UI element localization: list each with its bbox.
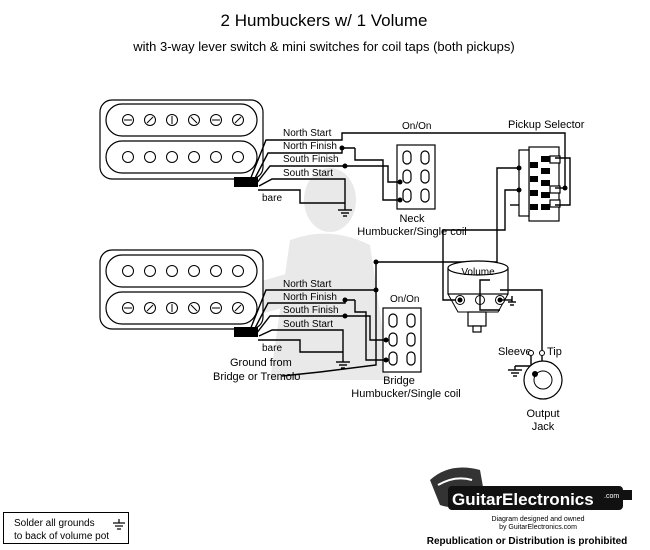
solder-note-content: Solder all grounds to back of volume pot — [14, 518, 125, 542]
neck-ground-symbol — [338, 206, 352, 217]
neck-pickup-wires — [249, 132, 566, 206]
bridge-pickup-slug-poles — [122, 265, 244, 277]
bridge-wire-south-start-label: South Start — [283, 319, 333, 330]
diagram-title: 2 Humbuckers w/ 1 Volume — [221, 11, 428, 30]
neck-wire-north-start-label: North Start — [283, 128, 332, 139]
output-jack — [515, 350, 563, 400]
solder-note-line2: to back of volume pot — [14, 531, 109, 542]
jack-tip-label: Tip — [547, 346, 562, 358]
bridge-pickup-screw-poles — [122, 302, 244, 314]
neck-pickup — [99, 99, 264, 187]
neck-switch-mode-label: On/On — [402, 121, 431, 132]
jack-label-line2: Jack — [532, 421, 555, 433]
diagram-subtitle: with 3-way lever switch & mini switches … — [132, 39, 514, 54]
volume-label: Volume — [461, 267, 495, 278]
neck-bare-wire-label: bare — [262, 193, 282, 204]
solder-note-line1: Solder all grounds — [14, 518, 95, 529]
brand-domain-suffix: .com — [604, 493, 619, 500]
neck-wire-south-finish-label: South Finish — [283, 154, 339, 165]
bridge-wire-south-finish-label: South Finish — [283, 305, 339, 316]
jack-label-line1: Output — [526, 408, 559, 420]
ground-note-line1: Ground from — [230, 357, 292, 369]
bridge-wire-north-finish-label: North Finish — [283, 292, 337, 303]
neck-pickup-slug-poles — [122, 151, 244, 163]
bridge-switch-name: Bridge — [383, 375, 415, 387]
ground-note-line2: Bridge or Tremolo — [213, 371, 300, 383]
volume-pot — [447, 260, 509, 333]
neck-pickup-screw-poles — [122, 114, 244, 126]
bridge-pickup — [99, 249, 264, 337]
pickup-selector-switch — [518, 146, 561, 222]
bridge-wire-north-start-label: North Start — [283, 279, 332, 290]
bridge-pickup-wires — [249, 262, 386, 377]
bridge-mini-switch — [382, 307, 422, 373]
brand-name: GuitarElectronics — [452, 490, 594, 509]
solder-grounds-note: Solder all grounds to back of volume pot — [3, 512, 129, 544]
brand-copyright-footer: Republication or Distribution is prohibi… — [427, 536, 628, 547]
bridge-switch-caption: Humbucker/Single coil — [351, 388, 460, 400]
brand-credit-line2: by GuitarElectronics.com — [499, 524, 577, 531]
neck-wire-south-start-label: South Start — [283, 168, 333, 179]
bridge-ground-symbol — [336, 358, 350, 369]
pickup-selector-label: Pickup Selector — [508, 119, 585, 131]
neck-switch-name: Neck — [399, 213, 425, 225]
volume-wiring — [479, 279, 543, 350]
jack-ground-symbol — [508, 366, 522, 377]
jack-sleeve-label: Sleeve — [498, 346, 532, 358]
neck-wire-north-finish-label: North Finish — [283, 141, 337, 152]
bridge-switch-mode-label: On/On — [390, 294, 419, 305]
neck-mini-switch — [396, 144, 436, 210]
brand-logo — [430, 467, 632, 510]
bridge-bare-wire-label: bare — [262, 343, 282, 354]
ground-icon — [113, 519, 125, 530]
neck-switch-caption: Humbucker/Single coil — [357, 226, 466, 238]
brand-credit-line1: Diagram designed and owned — [491, 516, 584, 523]
